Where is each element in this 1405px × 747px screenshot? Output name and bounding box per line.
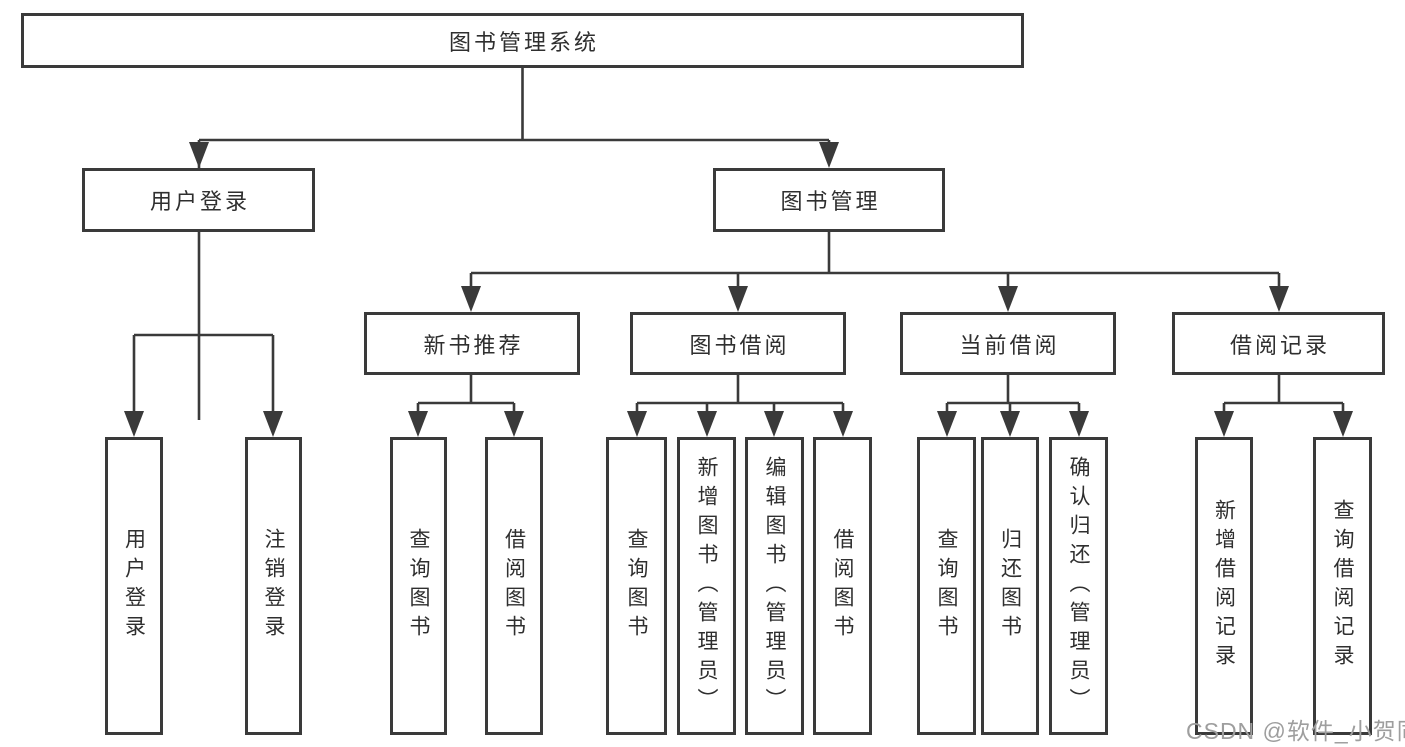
node-new-book-recommend-label: 新书推荐: [423, 332, 524, 358]
leaf-borrow-book-recommend: 借阅图书: [485, 437, 543, 735]
leaf-add-book-admin: 新增图书（管理员）: [677, 437, 736, 735]
leaf-edit-book-admin-label: 编辑图书（管理员）: [763, 455, 786, 717]
leaf-borrow-book-recommend-label: 借阅图书: [502, 528, 526, 644]
leaf-borrow-book-label: 借阅图书: [831, 528, 854, 644]
leaf-borrow-book: 借阅图书: [813, 437, 872, 735]
node-user-login: 用户登录: [82, 168, 315, 232]
leaf-logout: 注销登录: [245, 437, 302, 735]
leaf-add-book-admin-label: 新增图书（管理员）: [695, 455, 718, 717]
node-user-login-label: 用户登录: [149, 189, 250, 214]
leaf-query-book-borrow-label: 查询图书: [625, 528, 648, 644]
node-book-borrow-label: 图书借阅: [689, 332, 790, 358]
leaf-return-book: 归还图书: [981, 437, 1039, 735]
leaf-query-book-current-label: 查询图书: [935, 528, 958, 644]
node-current-borrow-label: 当前借阅: [959, 332, 1060, 358]
leaf-confirm-return-admin-label: 确认归还（管理员）: [1067, 455, 1090, 717]
csdn-watermark: CSDN @软件_小贺同学: [1186, 718, 1405, 744]
node-root-system: 图书管理系统: [21, 13, 1024, 68]
node-new-book-recommend: 新书推荐: [364, 312, 580, 375]
leaf-query-book-current: 查询图书: [917, 437, 976, 735]
node-borrow-record: 借阅记录: [1172, 312, 1385, 375]
leaf-user-login-label: 用户登录: [122, 528, 146, 644]
leaf-confirm-return-admin: 确认归还（管理员）: [1049, 437, 1108, 735]
leaf-query-borrow-record-label: 查询借阅记录: [1331, 499, 1354, 673]
leaf-logout-label: 注销登录: [262, 528, 285, 644]
leaf-query-book-recommend: 查询图书: [390, 437, 447, 735]
leaf-add-borrow-record: 新增借阅记录: [1195, 437, 1253, 735]
leaf-query-book-recommend-label: 查询图书: [407, 528, 430, 644]
leaf-query-book-borrow: 查询图书: [606, 437, 667, 735]
leaf-return-book-label: 归还图书: [998, 528, 1022, 644]
node-book-mgmt-label: 图书管理: [780, 189, 881, 214]
node-book-borrow: 图书借阅: [630, 312, 846, 375]
leaf-query-borrow-record: 查询借阅记录: [1313, 437, 1372, 735]
node-root-system-label: 图书管理系统: [448, 29, 599, 55]
leaf-edit-book-admin: 编辑图书（管理员）: [745, 437, 804, 735]
node-current-borrow: 当前借阅: [900, 312, 1116, 375]
leaf-user-login: 用户登录: [105, 437, 163, 735]
node-borrow-record-label: 借阅记录: [1229, 332, 1330, 358]
node-book-mgmt: 图书管理: [713, 168, 945, 232]
leaf-add-borrow-record-label: 新增借阅记录: [1212, 499, 1236, 673]
